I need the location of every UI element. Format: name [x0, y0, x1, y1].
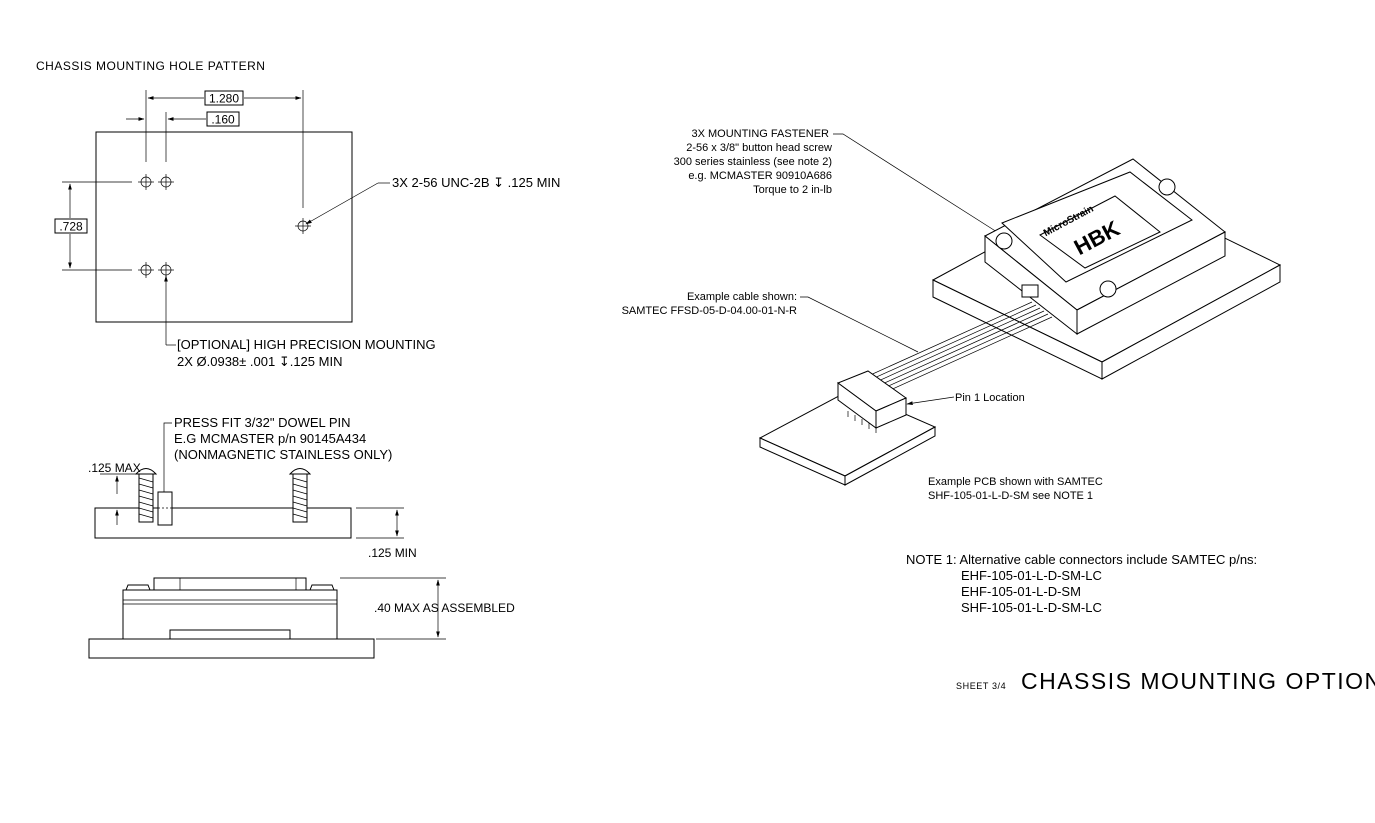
optional-note-line1: [OPTIONAL] HIGH PRECISION MOUNTING: [177, 337, 436, 352]
note1-item-2: EHF-105-01-L-D-SM: [961, 584, 1081, 599]
hole-pattern-title: CHASSIS MOUNTING HOLE PATTERN: [36, 59, 265, 73]
fastener-line5: Torque to 2 in-lb: [753, 184, 832, 196]
screw-right-section: [288, 468, 312, 523]
dim-728: .728: [59, 220, 83, 234]
sensor-device-iso: HBK MicroStrain: [984, 158, 1226, 336]
hole-left-bottom: [138, 262, 154, 278]
note1-head: NOTE 1: Alternative cable connectors inc…: [906, 552, 1257, 567]
optional-note-line2: 2X Ø.0938± .001 ↧.125 MIN: [177, 354, 342, 369]
sheet-title: CHASSIS MOUNTING OPTION: [1021, 668, 1375, 694]
cable-line1: Example cable shown:: [687, 291, 797, 303]
fastener-line2: 2-56 x 3/8" button head screw: [686, 142, 832, 154]
fastener-line1: 3X MOUNTING FASTENER: [691, 128, 829, 140]
dowel-pin-section: [157, 491, 173, 526]
dowel-line1: PRESS FIT 3/32" DOWEL PIN: [174, 415, 351, 430]
hole-precision-bottom: [158, 262, 174, 278]
fastener-line4: e.g. MCMASTER 90910A686: [688, 170, 832, 182]
screw-left-section: [134, 468, 158, 523]
note1-item-1: EHF-105-01-L-D-SM-LC: [961, 568, 1102, 583]
tapped-hole-note: 3X 2-56 UNC-2B ↧ .125 MIN: [392, 175, 560, 190]
hole-left-top: [138, 174, 154, 190]
dowel-line2: E.G MCMASTER p/n 90145A434: [174, 431, 366, 446]
dim-1280: 1.280: [209, 92, 239, 106]
dim-40-max: .40 MAX AS ASSEMBLED: [374, 601, 515, 615]
hole-right: [295, 218, 311, 234]
hole-precision-top: [158, 174, 174, 190]
cable-line2: SAMTEC FFSD-05-D-04.00-01-N-R: [622, 305, 797, 317]
fastener-line3: 300 series stainless (see note 2): [674, 156, 832, 168]
dim-160: .160: [211, 113, 235, 127]
dim-125-min: .125 MIN: [368, 546, 417, 560]
dowel-line3: (NONMAGNETIC STAINLESS ONLY): [174, 447, 392, 462]
hole-pattern-plate: [95, 131, 353, 323]
pcb-line2: SHF-105-01-L-D-SM see NOTE 1: [928, 490, 1093, 502]
pin1-location: Pin 1 Location: [955, 392, 1025, 404]
screw-head-2: [1099, 280, 1117, 298]
section-plate: [94, 468, 352, 539]
screw-head-1: [995, 232, 1013, 250]
device-port: [1021, 284, 1039, 298]
note1-item-3: SHF-105-01-L-D-SM-LC: [961, 600, 1102, 615]
screw-head-3: [1158, 178, 1176, 196]
assembled-side-view: [88, 577, 375, 659]
ribbon-cable: [856, 301, 1053, 397]
pcb-line1: Example PCB shown with SAMTEC: [928, 476, 1103, 488]
connector-iso: [836, 370, 908, 433]
sheet-number: SHEET 3/4: [956, 681, 1006, 691]
dim-125-max: .125 MAX: [88, 461, 141, 475]
